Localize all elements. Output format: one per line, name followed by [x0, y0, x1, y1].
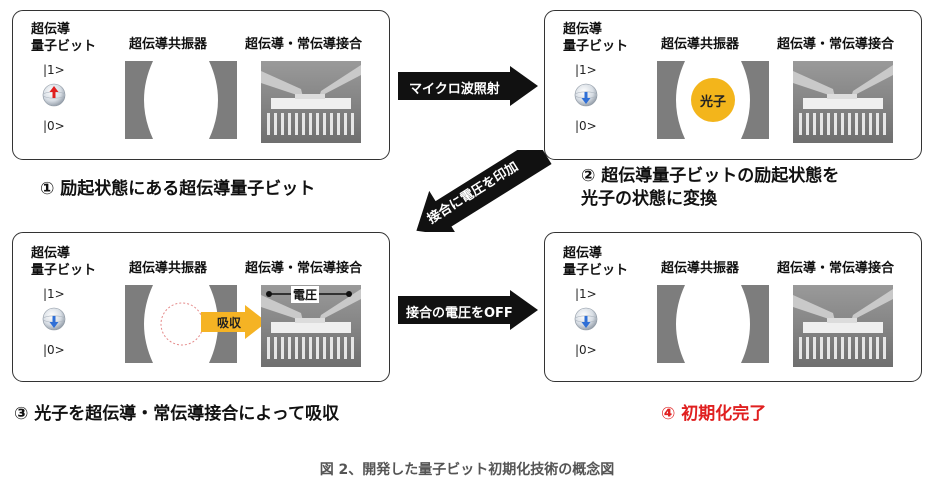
absorb-label: 吸収	[217, 316, 242, 330]
caption-step1: ① 励起状態にある超伝導量子ビット	[40, 179, 316, 199]
caption-step2: ② 超伝導量子ビットの励起状態を 光子の状態に変換	[581, 166, 840, 209]
resonator-label: 超伝導共振器	[129, 37, 208, 52]
resonator-icon	[657, 285, 769, 363]
ket-zero: |0>	[43, 119, 65, 133]
panel-step1: 超伝導 量子ビット 超伝導共振器 超伝導・常伝導接合 |1> |0>	[12, 10, 390, 160]
ket-one: |1>	[575, 287, 597, 301]
ket-one: |1>	[575, 63, 597, 77]
arrow-voltage-off	[398, 290, 538, 330]
panel-step3: 超伝導 量子ビット 超伝導共振器 超伝導・常伝導接合 |1> |0> 吸収 電圧	[12, 232, 390, 382]
bloch-sphere-icon	[574, 83, 598, 107]
photon-circle: 光子	[691, 78, 735, 122]
ket-zero: |0>	[575, 343, 597, 357]
qubit-label: 超伝導 量子ビット	[31, 22, 97, 54]
panel-step4: 超伝導 量子ビット 超伝導共振器 超伝導・常伝導接合 |1> |0>	[544, 232, 922, 382]
ket-zero: |0>	[575, 119, 597, 133]
qubit-label: 超伝導 量子ビット	[31, 246, 97, 278]
voltage-label: 電圧	[291, 286, 320, 303]
bloch-sphere-icon	[42, 307, 66, 331]
junction-label: 超伝導・常伝導接合	[245, 261, 363, 276]
panel-step2: 超伝導 量子ビット 超伝導共振器 超伝導・常伝導接合 |1> |0> 光子	[544, 10, 922, 160]
resonator-label: 超伝導共振器	[661, 261, 740, 276]
resonator-label: 超伝導共振器	[661, 37, 740, 52]
resonator-label: 超伝導共振器	[129, 261, 208, 276]
ket-one: |1>	[43, 63, 65, 77]
qubit-label: 超伝導 量子ビット	[563, 22, 629, 54]
resonator-icon	[125, 61, 237, 139]
arrow-right-icon	[201, 305, 267, 339]
photon-faded-circle	[160, 302, 204, 346]
ket-one: |1>	[43, 287, 65, 301]
microwave-label: マイクロ波照射	[409, 82, 500, 97]
junction-micrograph	[793, 285, 893, 367]
ket-zero: |0>	[43, 343, 65, 357]
arrow-apply-voltage	[416, 150, 552, 232]
junction-label: 超伝導・常伝導接合	[777, 37, 895, 52]
junction-label: 超伝導・常伝導接合	[245, 37, 363, 52]
junction-micrograph	[793, 61, 893, 143]
caption-step4: ④ 初期化完了	[661, 404, 767, 424]
figure-title: 図 2、開発した量子ビット初期化技術の概念図	[319, 462, 615, 478]
junction-label: 超伝導・常伝導接合	[777, 261, 895, 276]
bloch-sphere-icon	[574, 307, 598, 331]
qubit-label: 超伝導 量子ビット	[563, 246, 629, 278]
caption-step3: ③ 光子を超伝導・常伝導接合によって吸収	[14, 404, 339, 424]
bloch-sphere-icon	[42, 83, 66, 107]
arrow-microwave	[398, 66, 538, 106]
junction-micrograph	[261, 61, 361, 143]
voltage-off-label: 接合の電圧をOFF	[406, 306, 513, 321]
